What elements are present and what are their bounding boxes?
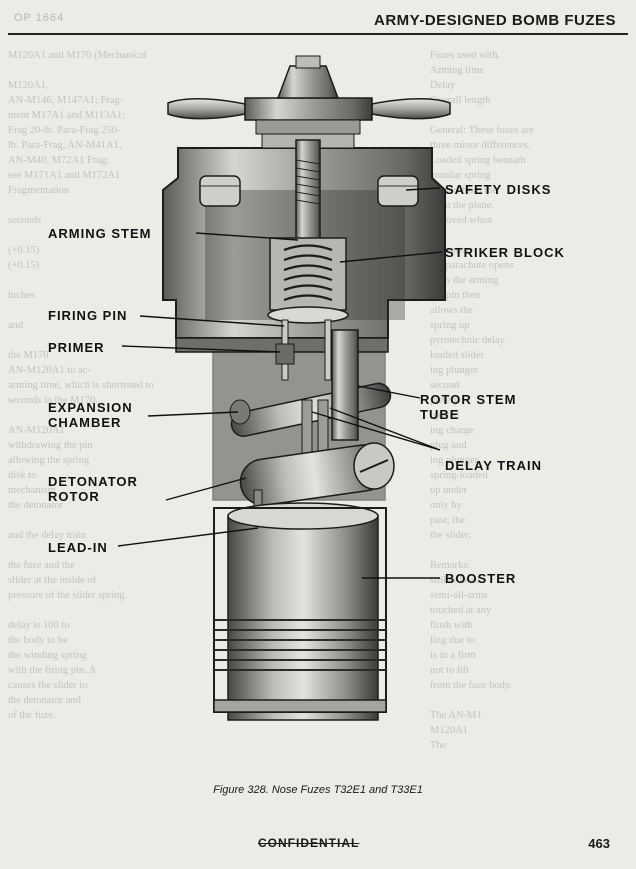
page-number: 463 [588, 836, 610, 851]
arming-vanes [167, 55, 451, 149]
callout-striker-block: STRIKER BLOCK [445, 245, 565, 260]
callout-rotor-stem-tube: ROTOR STEM TUBE [420, 392, 517, 422]
header-rule [8, 33, 628, 35]
safety-disks [199, 175, 419, 207]
leader-lines [117, 187, 443, 579]
callout-delay-train: DELAY TRAIN [445, 458, 542, 473]
callout-arming-stem: ARMING STEM [48, 226, 152, 241]
figure-caption: Figure 328. Nose Fuzes T32E1 and T33E1 [213, 784, 423, 796]
callout-booster: BOOSTER [445, 571, 517, 586]
threaded-collar [213, 507, 387, 713]
detonator-rotor [239, 442, 395, 506]
callout-detonator-rotor: DETONATOR ROTOR [48, 474, 138, 504]
confidential-mark: CONFIDENTIAL [258, 836, 360, 850]
bleed-through-text-left: M120A1 and M170 (Mechanical M120A1, AN-M… [8, 50, 154, 721]
arming-stem [295, 139, 321, 253]
callout-firing-pin: FIRING PIN [48, 308, 128, 323]
callout-safety-disks: SAFETY DISKS [445, 182, 552, 197]
booster [227, 502, 379, 721]
page-header-title: ARMY-DESIGNED BOMB FUZES [373, 12, 616, 29]
bleed-through-text-right: Fuzes used with. Arming time Delay Overa… [430, 50, 534, 748]
callout-expansion-chamber: EXPANSION CHAMBER [48, 400, 133, 430]
primer [275, 343, 295, 365]
fuze-cutaway-diagram [117, 55, 451, 721]
striker-block [267, 237, 349, 324]
callout-lead-in: LEAD-IN [48, 540, 108, 555]
rotor-stem-tube [331, 329, 359, 441]
callout-primer: PRIMER [48, 340, 105, 355]
page-header-left: OP 1664 [14, 12, 65, 24]
